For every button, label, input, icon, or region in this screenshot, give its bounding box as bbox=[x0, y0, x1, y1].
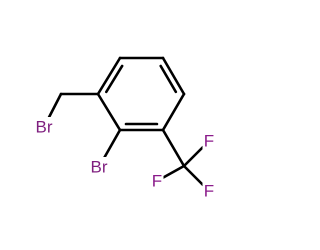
atom-label-background bbox=[150, 171, 164, 191]
atom-label-br-ch2: Br bbox=[36, 118, 53, 137]
atom-label-background bbox=[88, 157, 110, 177]
atom-label-background bbox=[202, 131, 216, 151]
bond-layer bbox=[42, 56, 211, 193]
bond-c5-cf3 bbox=[161, 128, 186, 168]
bond-c3-c4-inner bbox=[159, 64, 178, 94]
atom-label-f-right: F bbox=[204, 182, 214, 201]
atom-label-background bbox=[33, 117, 55, 137]
bond-c3-c4 bbox=[161, 56, 186, 96]
atom-label-f-left: F bbox=[152, 172, 162, 191]
atom-label-background bbox=[202, 181, 216, 201]
atom-label-f-top: F bbox=[204, 132, 214, 151]
atom-label-br-ring: Br bbox=[91, 158, 108, 177]
bond-c4-c5 bbox=[161, 92, 186, 132]
bond-c6-c1 bbox=[96, 92, 122, 132]
bond-c1-c2 bbox=[96, 56, 122, 96]
bond-c1-c2-inner bbox=[105, 64, 124, 94]
